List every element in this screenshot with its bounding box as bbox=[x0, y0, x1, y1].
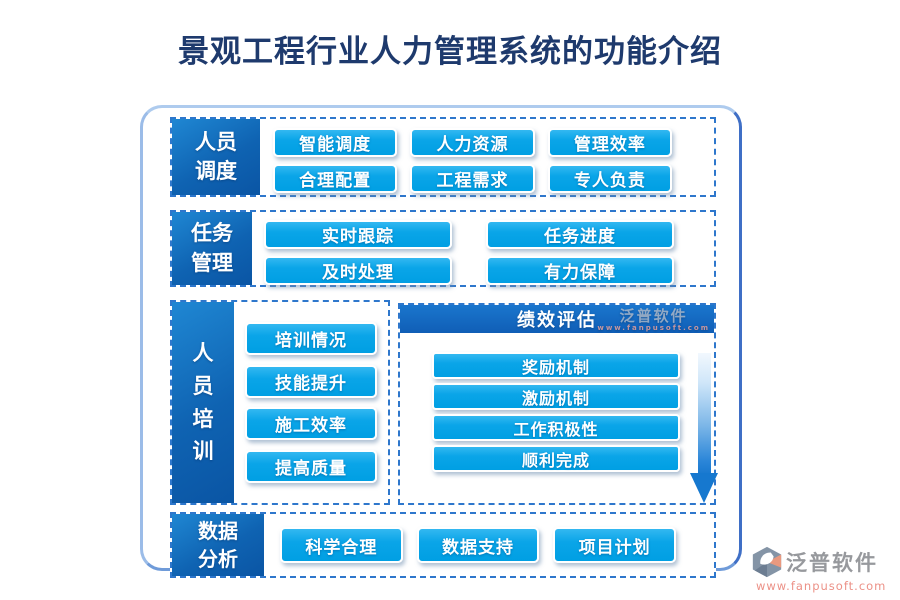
watermark-url: www.fanpusoft.com bbox=[597, 323, 710, 332]
section-label-task-management: 任务 管理 bbox=[172, 212, 252, 285]
page-title: 景观工程行业人力管理系统的功能介绍 bbox=[178, 34, 722, 69]
feature-button-reward-mechanism[interactable]: 奖励机制 bbox=[432, 352, 680, 379]
feature-button-project-plan[interactable]: 项目计划 bbox=[553, 527, 676, 563]
feature-button-data-support[interactable]: 数据支持 bbox=[416, 527, 540, 563]
section-personnel-training: 人 员 培 训 培训情况 技能提升 施工效率 提高质量 bbox=[170, 300, 390, 505]
feature-button-task-progress[interactable]: 任务进度 bbox=[486, 220, 674, 249]
down-arrow-head bbox=[690, 473, 718, 503]
tasks-button-grid: 实时跟踪 任务进度 及时处理 有力保障 bbox=[252, 212, 714, 285]
watermark-name: 泛普软件 bbox=[619, 307, 688, 325]
training-button-column: 培训情况 技能提升 施工效率 提高质量 bbox=[234, 302, 388, 503]
section-label-personnel-training: 人 员 培 训 bbox=[172, 302, 234, 503]
section-task-management: 任务 管理 实时跟踪 任务进度 及时处理 有力保障 bbox=[170, 210, 716, 287]
evaluation-body: 奖励机制 激励机制 工作积极性 顺利完成 bbox=[400, 333, 718, 503]
feature-button-human-resources[interactable]: 人力资源 bbox=[410, 128, 535, 157]
feature-button-scientific-reasonable[interactable]: 科学合理 bbox=[280, 527, 403, 563]
feature-button-training-status[interactable]: 培训情况 bbox=[245, 321, 377, 355]
logo-url: www.fanpusoft.com bbox=[756, 579, 887, 593]
section-label-personnel-scheduling: 人员 调度 bbox=[172, 119, 260, 195]
feature-button-reasonable-allocation[interactable]: 合理配置 bbox=[273, 164, 398, 193]
feature-button-smart-scheduling[interactable]: 智能调度 bbox=[273, 128, 398, 157]
feature-button-strong-guarantee[interactable]: 有力保障 bbox=[486, 256, 674, 285]
section-personnel-scheduling: 人员 调度 智能调度 人力资源 管理效率 合理配置 工程需求 专人负责 bbox=[170, 117, 716, 197]
panel-performance-evaluation: 绩效评估 泛普软件 www.fanpusoft.com 奖励机制 激励机制 工作… bbox=[398, 303, 718, 505]
logo-name: 泛普软件 bbox=[786, 551, 878, 575]
feature-button-timely-handling[interactable]: 及时处理 bbox=[264, 256, 452, 285]
evaluation-button-column: 奖励机制 激励机制 工作积极性 顺利完成 bbox=[432, 352, 680, 472]
fanpu-logo-icon bbox=[750, 545, 784, 579]
scheduling-button-grid: 智能调度 人力资源 管理效率 合理配置 工程需求 专人负责 bbox=[260, 119, 714, 195]
feature-button-dedicated-person[interactable]: 专人负责 bbox=[547, 164, 672, 193]
feature-button-skill-improvement[interactable]: 技能提升 bbox=[245, 364, 377, 398]
feature-button-construction-efficiency[interactable]: 施工效率 bbox=[245, 407, 377, 441]
feature-button-incentive-mechanism[interactable]: 激励机制 bbox=[432, 383, 680, 410]
down-arrow-icon bbox=[690, 353, 718, 505]
down-arrow-shaft bbox=[697, 353, 711, 473]
feature-button-project-demand[interactable]: 工程需求 bbox=[410, 164, 535, 193]
data-analysis-button-grid: 科学合理 数据支持 项目计划 bbox=[264, 514, 714, 576]
feature-button-work-enthusiasm[interactable]: 工作积极性 bbox=[432, 414, 680, 441]
fanpu-logo: 泛普软件 www.fanpusoft.com bbox=[750, 545, 900, 593]
section-label-data-analysis: 数据 分析 bbox=[172, 514, 264, 576]
section-data-analysis: 数据 分析 科学合理 数据支持 项目计划 bbox=[170, 512, 716, 578]
fanpu-watermark: 泛普软件 www.fanpusoft.com bbox=[597, 308, 710, 332]
feature-button-realtime-tracking[interactable]: 实时跟踪 bbox=[264, 220, 452, 249]
feature-button-quality-improvement[interactable]: 提高质量 bbox=[245, 450, 377, 484]
feature-button-smooth-completion[interactable]: 顺利完成 bbox=[432, 445, 680, 472]
feature-button-management-efficiency[interactable]: 管理效率 bbox=[547, 128, 672, 157]
evaluation-header-label: 绩效评估 bbox=[517, 310, 597, 331]
evaluation-header: 绩效评估 泛普软件 www.fanpusoft.com bbox=[400, 305, 714, 333]
